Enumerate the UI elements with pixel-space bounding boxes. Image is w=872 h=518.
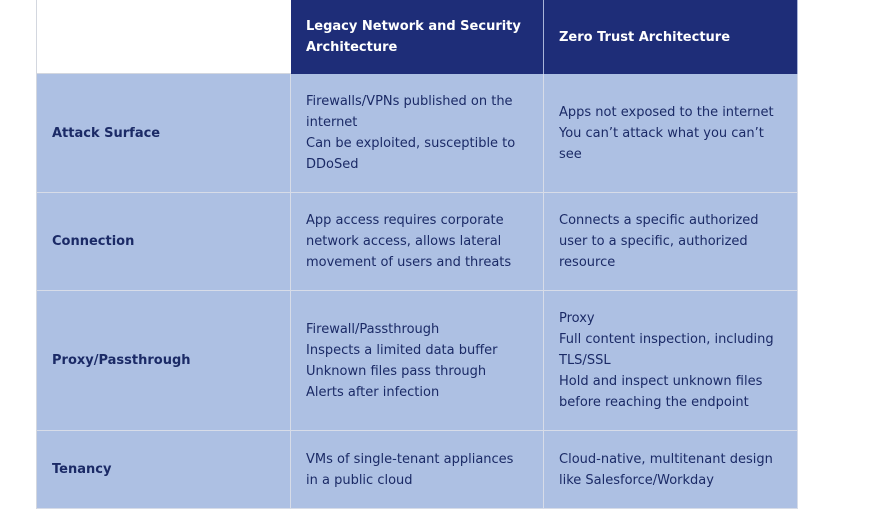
comparison-table: Legacy Network and Security Architecture… — [36, 0, 798, 509]
cell-line: VMs of single-tenant appliances in a pub… — [306, 451, 514, 488]
row-label-text: Tenancy — [52, 462, 112, 477]
row-label-tenancy: Tenancy — [37, 431, 291, 509]
cell-line: Apps not exposed to the internet — [559, 104, 774, 120]
connection-zero-trust: Connects a specific authorized user to a… — [544, 193, 798, 291]
cell-line: Unknown files pass through — [306, 363, 487, 379]
cell-line: Hold and inspect unknown files before re… — [559, 374, 763, 410]
proxy-zero-trust: Proxy Full content inspection, including… — [544, 291, 798, 431]
connection-legacy: App access requires corporate network ac… — [291, 193, 544, 291]
row-label-proxy-passthrough: Proxy/Passthrough — [37, 291, 291, 431]
header-legacy: Legacy Network and Security Architecture — [291, 0, 544, 74]
cell-line: Alerts after infection — [306, 384, 440, 400]
cell-line: Firewalls/VPNs published on the internet — [306, 94, 513, 130]
tenancy-legacy: VMs of single-tenant appliances in a pub… — [291, 431, 544, 509]
header-zero-trust-label: Zero Trust Architecture — [559, 29, 731, 45]
row-label-text: Attack Surface — [52, 125, 161, 141]
header-legacy-label: Legacy Network and Security Architecture — [306, 19, 521, 55]
cell-line: Cloud-native, multitenant design like Sa… — [559, 451, 773, 488]
tenancy-zero-trust: Cloud-native, multitenant design like Sa… — [544, 431, 798, 509]
cell-line: Connects a specific authorized user to a… — [559, 213, 759, 270]
attack-surface-legacy: Firewalls/VPNs published on the internet… — [291, 74, 544, 193]
cell-line: Full content inspection, including TLS/S… — [559, 332, 774, 368]
row-label-connection: Connection — [37, 193, 291, 291]
row-label-text: Proxy/Passthrough — [52, 353, 191, 368]
header-zero-trust: Zero Trust Architecture — [544, 0, 798, 74]
row-label-attack-surface: Attack Surface — [37, 74, 291, 193]
attack-surface-zero-trust: Apps not exposed to the internet You can… — [544, 74, 798, 193]
cell-line: Proxy — [559, 311, 595, 326]
row-label-text: Connection — [52, 234, 135, 249]
proxy-legacy: Firewall/Passthrough Inspects a limited … — [291, 291, 544, 431]
cell-line: Firewall/Passthrough — [306, 321, 440, 337]
cell-line: Can be exploited, susceptible to DDoSed — [306, 136, 516, 172]
cell-line: You can’t attack what you can’t see — [559, 125, 764, 162]
cell-line: Inspects a limited data buffer — [306, 342, 498, 358]
cell-line: App access requires corporate network ac… — [306, 213, 512, 270]
header-empty-cell — [37, 0, 291, 74]
